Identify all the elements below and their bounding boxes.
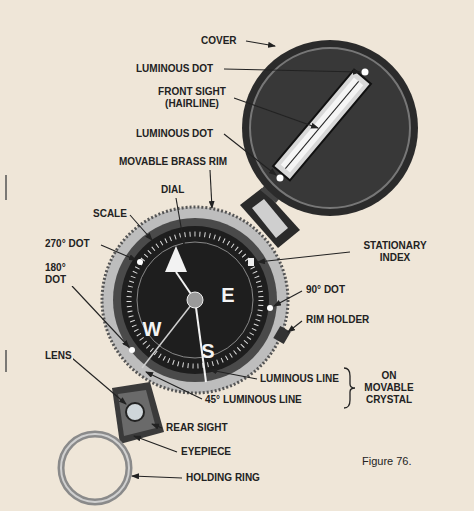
cover — [242, 40, 418, 216]
part-label: COVER — [200, 35, 238, 47]
dial-letter: S — [197, 340, 219, 362]
part-label: RIM HOLDER — [305, 314, 370, 326]
part-label: 270° DOT — [44, 238, 91, 250]
figure-caption: Figure 76. — [362, 455, 412, 468]
holding-ring-highlight — [61, 434, 129, 502]
brace — [344, 368, 355, 408]
part-label: STATIONARY INDEX — [352, 240, 438, 264]
part-label: FRONT SIGHT (HAIRLINE) — [150, 86, 234, 110]
part-label: LENS — [44, 350, 73, 362]
page-mark — [5, 350, 7, 372]
compass-body — [102, 207, 291, 393]
part-label: LUMINOUS LINE — [259, 373, 340, 385]
dial-letter: E — [217, 284, 239, 306]
dial-letter: W — [141, 318, 163, 340]
rear-sight — [112, 382, 164, 444]
part-label: REAR SIGHT — [165, 422, 229, 434]
part-label: 45° LUMINOUS LINE — [204, 394, 303, 406]
part-label: EYEPIECE — [180, 446, 232, 458]
leader-lines — [72, 41, 360, 478]
part-label: MOVABLE BRASS RIM — [118, 156, 228, 168]
part-label: DIAL — [160, 184, 185, 196]
part-label: 90° DOT — [305, 284, 346, 296]
group-label: ON MOVABLE CRYSTAL — [358, 370, 420, 406]
holding-ring — [61, 434, 129, 502]
part-label: SCALE — [92, 208, 128, 220]
page-mark — [5, 175, 7, 200]
part-label: LUMINOUS DOT — [135, 63, 214, 75]
part-label: LUMINOUS DOT — [135, 128, 214, 140]
part-label: 180° DOT — [44, 262, 78, 286]
part-label: HOLDING RING — [185, 472, 261, 484]
